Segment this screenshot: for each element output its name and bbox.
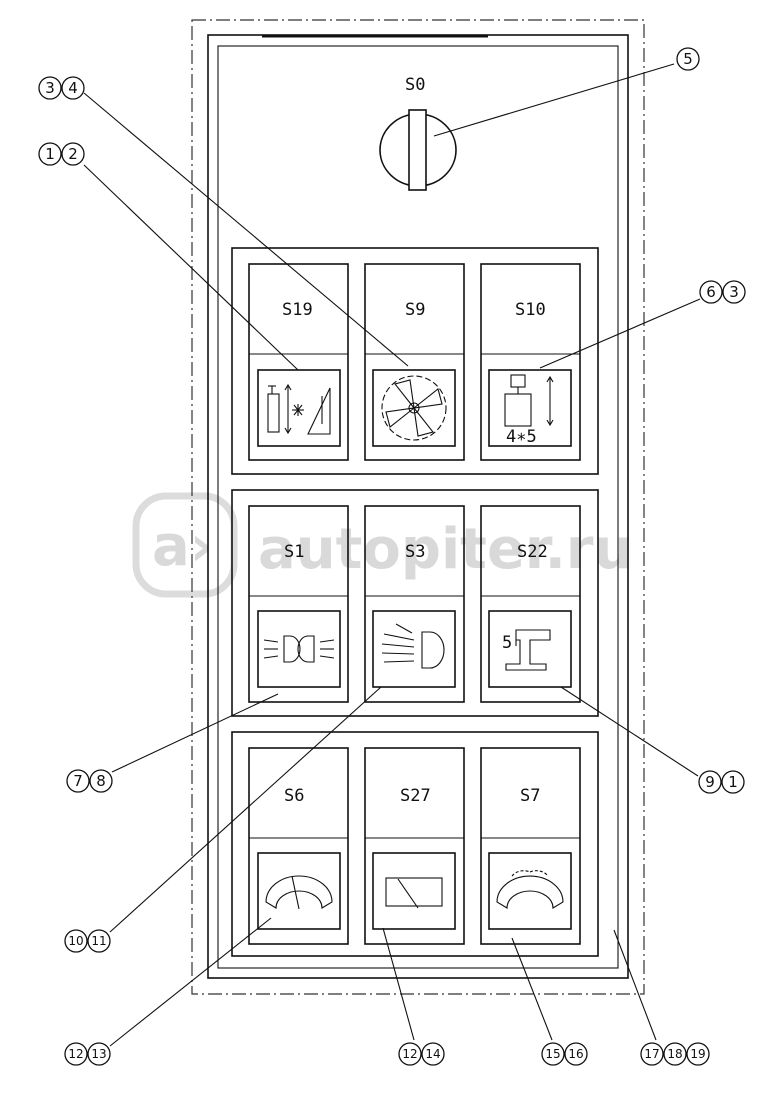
switch-s10-icon-text: 4∗5 — [506, 427, 537, 447]
switch-s1: S1 — [248, 505, 349, 703]
svg-text:8: 8 — [96, 772, 106, 790]
switch-s22: S22 5 — [480, 505, 581, 703]
watermark: a› autopiter.ru — [132, 492, 633, 598]
svg-text:10: 10 — [68, 934, 83, 948]
switch-s19: S19 — [248, 263, 349, 461]
svg-text:7: 7 — [73, 772, 83, 790]
svg-text:3: 3 — [45, 79, 55, 97]
svg-text:12: 12 — [68, 1047, 83, 1061]
switch-s3-label: S3 — [405, 542, 425, 562]
callout-5: 5 — [676, 47, 700, 71]
switch-s3-icon-frame — [372, 610, 456, 688]
svg-text:6: 6 — [706, 283, 716, 301]
callout-6-3: 6 3 — [699, 280, 746, 304]
callout-3-4: 3 4 — [38, 76, 85, 100]
watermark-logo-glyph: a› — [152, 514, 213, 579]
svg-text:3: 3 — [729, 283, 739, 301]
callout-12-14: 12 14 — [398, 1042, 445, 1066]
callout-15-16: 15 16 — [541, 1042, 588, 1066]
svg-text:1: 1 — [45, 145, 55, 163]
callout-9-1: 9 1 — [698, 770, 745, 794]
headlight-icon — [381, 623, 445, 669]
wiper-washer-icon — [496, 870, 564, 909]
switch-s9-label: S9 — [405, 300, 425, 320]
switch-s9: S9 — [364, 263, 465, 461]
svg-text:4: 4 — [68, 79, 78, 97]
main-switch-label: S0 — [405, 75, 425, 95]
switch-s1-icon-frame — [257, 610, 341, 688]
switch-s7-label: S7 — [520, 786, 540, 806]
callout-7-8: 7 8 — [66, 769, 113, 793]
svg-text:11: 11 — [91, 934, 106, 948]
svg-text:9: 9 — [705, 773, 715, 791]
cab-lift-icon — [504, 374, 554, 427]
switch-s3: S3 — [364, 505, 465, 703]
switch-s22-icon-frame — [488, 610, 572, 688]
leader-lines — [83, 63, 701, 1047]
callout-12-13: 12 13 — [64, 1042, 111, 1066]
switch-s6-label: S6 — [284, 786, 304, 806]
switch-s10-label: S10 — [515, 300, 546, 320]
switch-s6-body — [248, 747, 349, 945]
rear-window-icon — [385, 877, 443, 909]
svg-text:16: 16 — [568, 1047, 583, 1061]
svg-text:2: 2 — [68, 145, 78, 163]
switch-s22-icon-text: 5 — [502, 633, 512, 653]
callout-1-2: 1 2 — [38, 142, 85, 166]
switch-s22-label: S22 — [517, 542, 548, 562]
svg-text:17: 17 — [644, 1047, 659, 1061]
panel-inner-outline — [217, 45, 619, 969]
switch-s19-label: S19 — [282, 300, 313, 320]
switch-s27-label: S27 — [400, 786, 431, 806]
switch-s6-icon-frame — [257, 852, 341, 930]
switch-s10: S10 4∗5 — [480, 263, 581, 461]
watermark-logo — [132, 492, 238, 598]
switch-s22-body — [480, 505, 581, 703]
svg-text:5: 5 — [683, 50, 693, 68]
svg-text:12: 12 — [402, 1047, 417, 1061]
outer-boundary — [191, 19, 645, 995]
fan-icon — [381, 375, 447, 441]
switch-s19-icon-frame — [257, 369, 341, 447]
switch-s7: S7 — [480, 747, 581, 945]
switch-s1-label: S1 — [284, 542, 304, 562]
crane-rail-icon — [505, 629, 551, 671]
svg-text:13: 13 — [91, 1047, 106, 1061]
switch-s1-body — [248, 505, 349, 703]
main-switch-handle — [408, 109, 427, 191]
switch-s6: S6 — [248, 747, 349, 945]
switch-s10-icon-frame — [488, 369, 572, 447]
side-lights-icon — [263, 635, 335, 663]
switch-group-2 — [231, 489, 599, 717]
callout-17-18-19: 17 18 19 — [640, 1042, 710, 1066]
svg-text:15: 15 — [545, 1047, 560, 1061]
svg-text:19: 19 — [690, 1047, 705, 1061]
switch-s9-body — [364, 263, 465, 461]
switch-group-1 — [231, 247, 599, 475]
switch-s19-body — [248, 263, 349, 461]
main-switch: S0 — [379, 75, 457, 191]
switch-group-3 — [231, 731, 599, 957]
washer-wiper-icon — [267, 383, 331, 435]
svg-text:18: 18 — [667, 1047, 682, 1061]
switch-s27-body — [364, 747, 465, 945]
callout-10-11: 10 11 — [64, 929, 111, 953]
switch-s10-body — [480, 263, 581, 461]
switch-s27-icon-frame — [372, 852, 456, 930]
switch-s27: S27 — [364, 747, 465, 945]
switch-s7-icon-frame — [488, 852, 572, 930]
switch-s3-body — [364, 505, 465, 703]
switch-s7-body — [480, 747, 581, 945]
watermark-text: autopiter.ru — [258, 517, 633, 582]
svg-text:1: 1 — [728, 773, 738, 791]
svg-text:14: 14 — [425, 1047, 440, 1061]
wiper-arc-icon — [265, 875, 333, 910]
switch-s9-icon-frame — [372, 369, 456, 447]
